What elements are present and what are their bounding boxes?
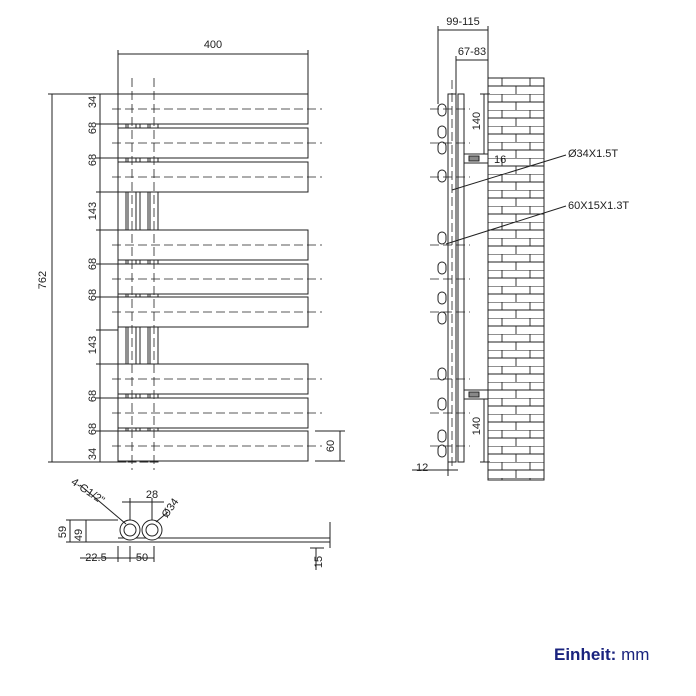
depth-dim-15: 15 (313, 556, 325, 568)
left-dim-3: 68 (87, 154, 99, 166)
offset-dim-50: 50 (136, 552, 148, 564)
radiator-bars (117, 93, 309, 462)
height-dim: 762 (37, 271, 49, 289)
thread-label: 4-G1/2" (69, 476, 107, 507)
brick-wall (487, 77, 545, 481)
left-dim-7: 143 (87, 336, 99, 354)
left-dim-2: 68 (87, 122, 99, 134)
left-dim-9: 68 (87, 423, 99, 435)
offset-dim-22-5: 22.5 (85, 552, 106, 564)
unit-label: Einheit: (554, 645, 617, 664)
side-view (412, 26, 567, 481)
flat-tube-label: 60X15X1.3T (568, 200, 629, 212)
bracket-offset-dim: 16 (494, 154, 506, 166)
round-tube-label: Ø34X1.5T (568, 148, 618, 160)
segment-ticks (96, 123, 118, 432)
spacing-dim: 28 (146, 489, 158, 501)
height-dim-49: 49 (73, 529, 85, 541)
unit-value: mm (621, 645, 650, 664)
depth-dim-outer: 99-115 (446, 16, 479, 28)
right-dim: 60 (325, 440, 337, 452)
height-dim-59: 59 (57, 526, 69, 538)
front-view (48, 50, 345, 470)
bar-center-lines (112, 78, 322, 470)
bracket-dim-top: 140 (471, 112, 483, 130)
left-dim-8: 68 (87, 390, 99, 402)
bar-end-profiles (437, 103, 447, 458)
bottom-dim: 12 (416, 462, 428, 474)
diameter-dim: Ø34 (160, 496, 182, 520)
left-dim-4: 143 (87, 202, 99, 220)
bracket-dim-bottom: 140 (471, 417, 483, 435)
left-dim-6: 68 (87, 289, 99, 301)
left-dim-5: 68 (87, 258, 99, 270)
unit-note: Einheit: mm (554, 645, 649, 665)
left-dim-1: 34 (87, 96, 99, 108)
width-dim: 400 (204, 39, 222, 51)
left-dim-10: 34 (87, 448, 99, 460)
depth-dim-inner: 67-83 (458, 46, 486, 58)
bottom-view (66, 484, 331, 570)
